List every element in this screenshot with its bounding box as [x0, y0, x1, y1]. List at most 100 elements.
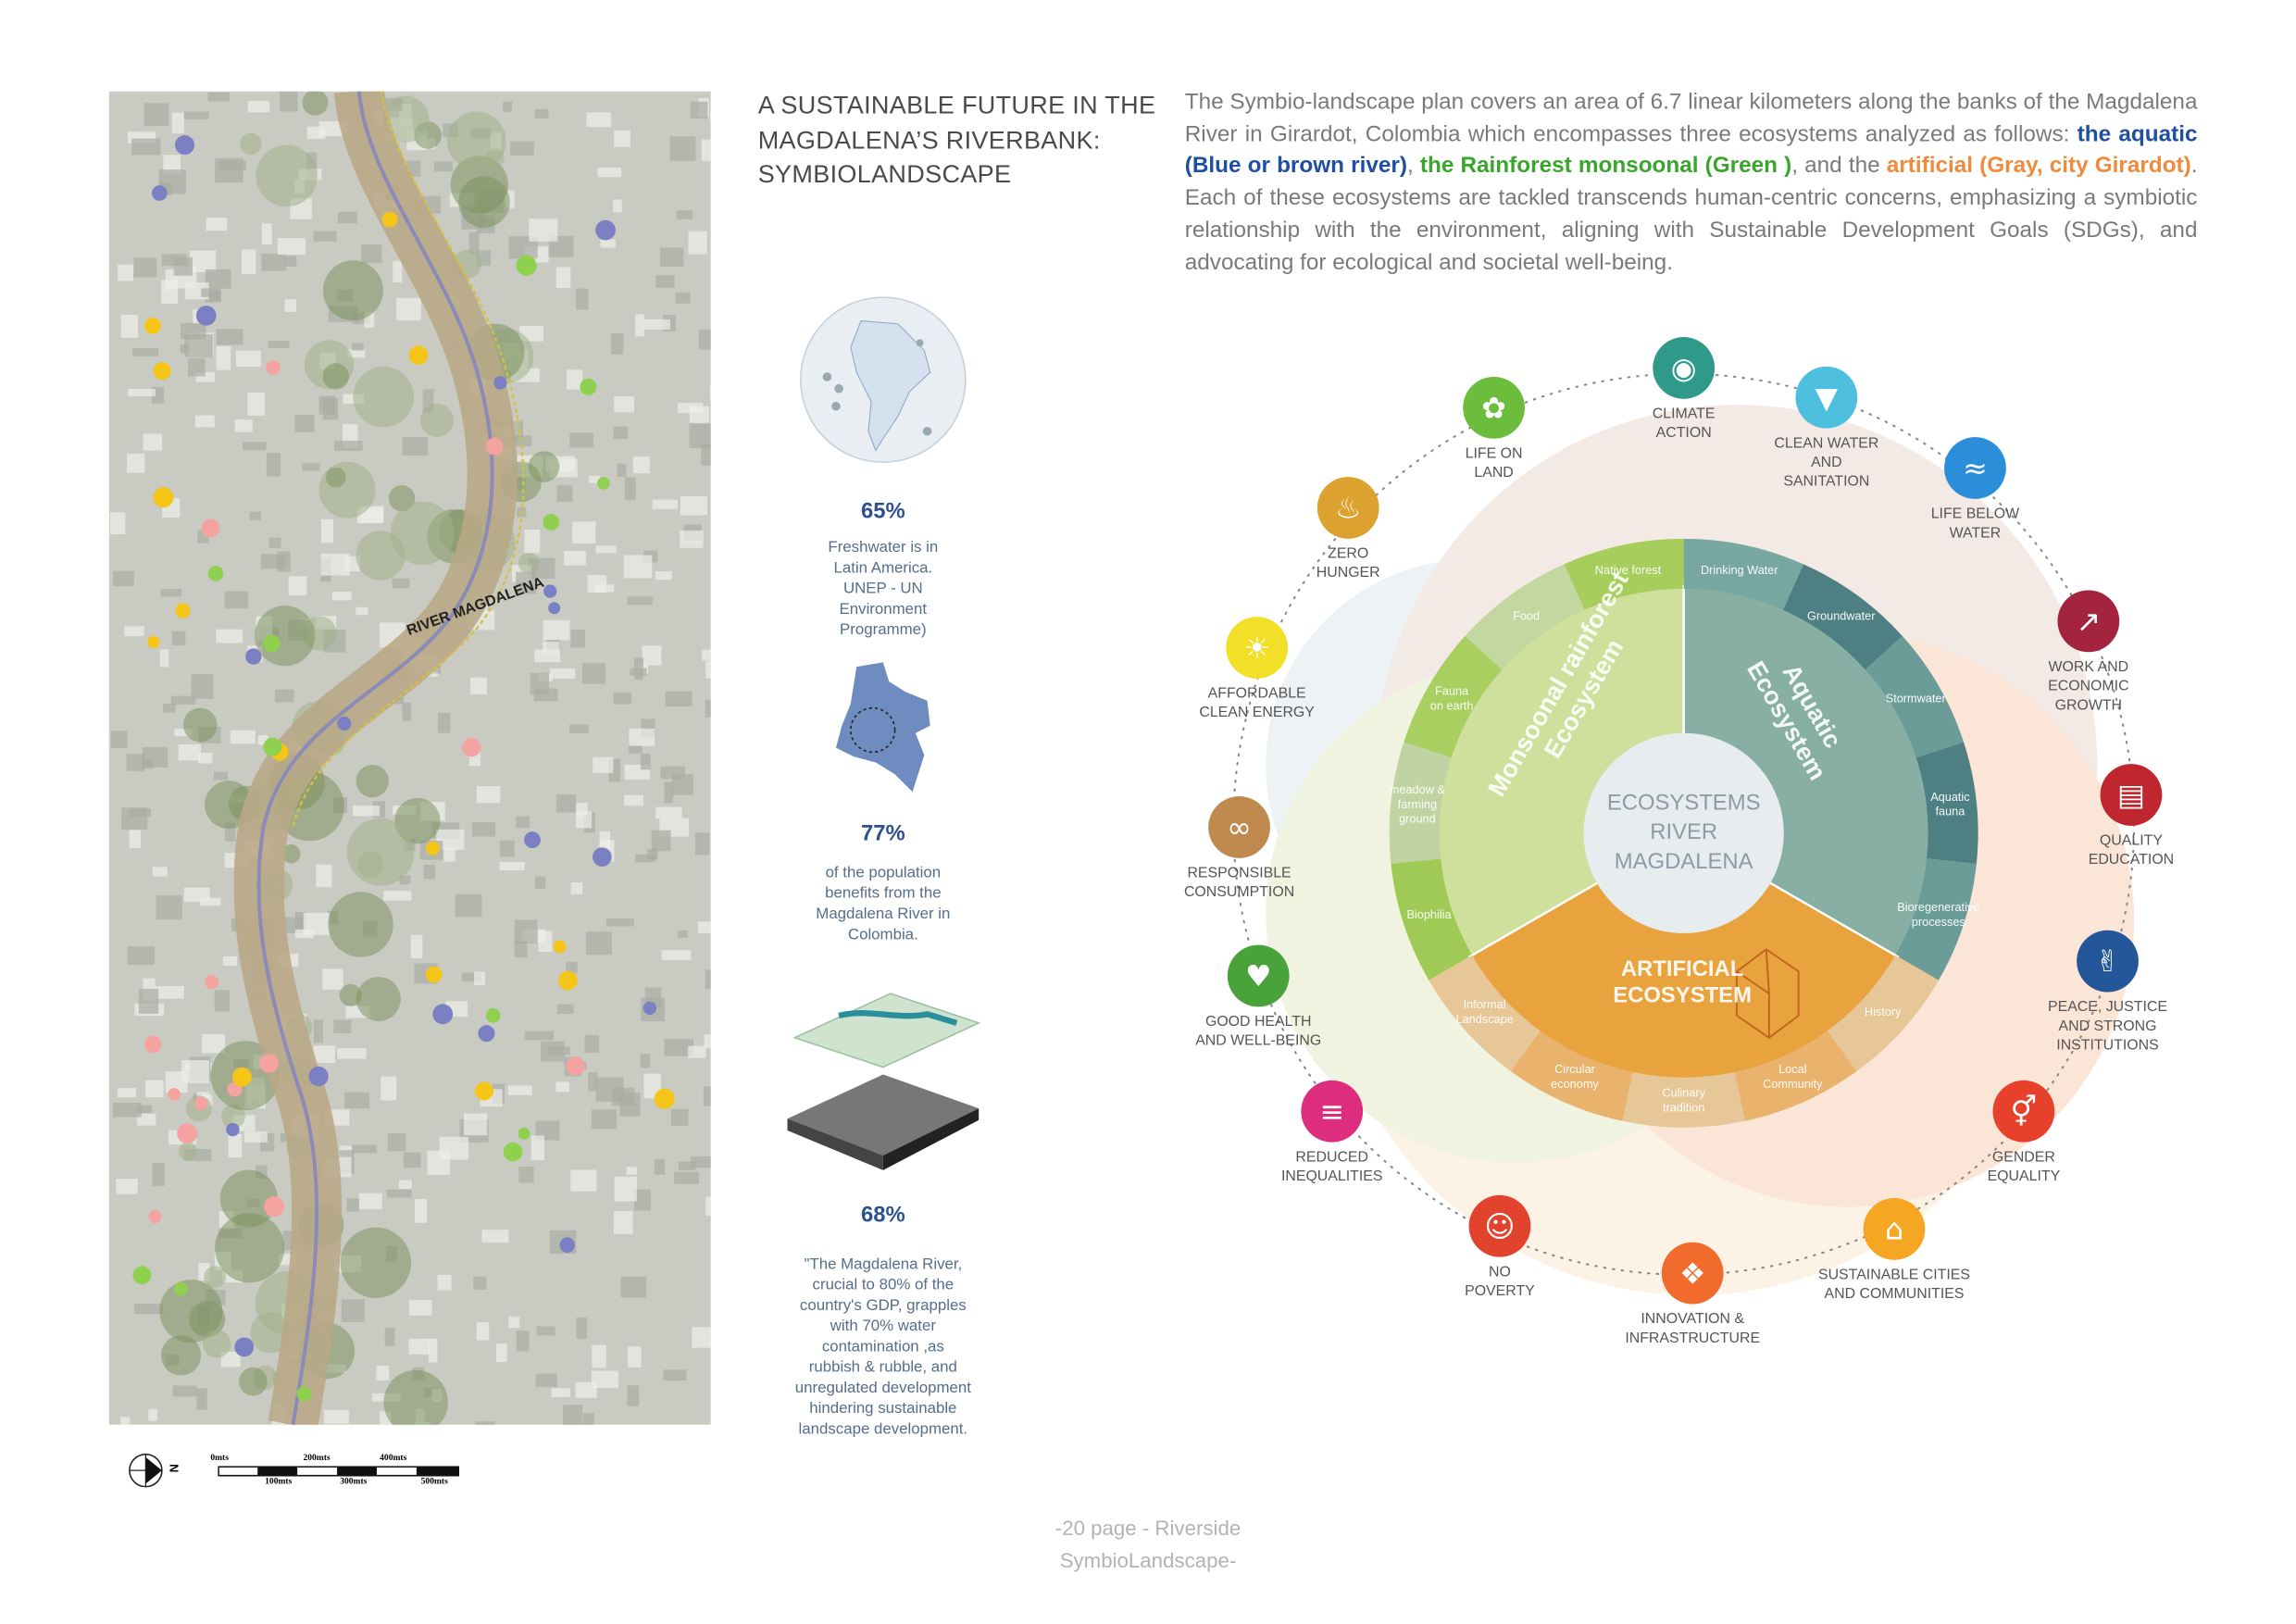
vegetation-patch [256, 144, 318, 207]
building-block [184, 334, 213, 357]
building-block [652, 499, 679, 509]
building-block [110, 731, 128, 749]
building-block [530, 672, 549, 695]
map-marker [381, 211, 398, 228]
heartbeat-icon: ♥ [1227, 944, 1290, 1007]
building-block [613, 426, 629, 440]
building-block [593, 756, 614, 773]
building-block [318, 395, 336, 415]
building-block [568, 724, 589, 733]
building-block [576, 1317, 587, 1340]
building-block [199, 897, 221, 906]
building-block [351, 343, 364, 351]
map-marker [337, 716, 352, 731]
building-block [344, 556, 360, 572]
building-block [202, 1033, 226, 1054]
map-marker [559, 1237, 575, 1253]
building-block [288, 576, 307, 595]
building-block [536, 1326, 555, 1336]
rainforest-highlight: the Rainforest monsoonal (Green ) [1419, 153, 1792, 180]
building-block [647, 849, 658, 860]
building-block [551, 1388, 570, 1397]
center-circle [1583, 732, 1784, 933]
building-block [572, 521, 596, 544]
building-block [241, 249, 256, 275]
building-block [260, 554, 286, 569]
building-block [514, 919, 538, 944]
vegetation-patch [420, 403, 454, 437]
sdg-label: ZERO HUNGER [1316, 545, 1380, 581]
building-block [174, 729, 193, 737]
building-block [635, 854, 656, 863]
building-block [399, 1180, 412, 1189]
building-block [387, 1133, 406, 1152]
building-block [337, 1048, 367, 1059]
title-line: MAGDALENA’S RIVERBANK: [757, 125, 1101, 155]
building-block [399, 875, 411, 885]
building-block [316, 864, 332, 888]
stat-description: of the population benefits from the Magd… [816, 864, 951, 944]
building-block [109, 512, 126, 535]
vegetation-patch [221, 1105, 245, 1129]
building-block [507, 1085, 532, 1095]
vegetation-patch [239, 1367, 268, 1396]
building-block [129, 808, 152, 817]
building-block [344, 1092, 370, 1109]
building-block [266, 453, 281, 477]
building-block [410, 934, 423, 959]
tree-icon: ✿ [1463, 376, 1525, 439]
ring-segment [1564, 538, 1684, 610]
sdg-label: RESPONSIBLE CONSUMPTION [1183, 865, 1295, 901]
map-marker [234, 1337, 255, 1357]
building-block [556, 485, 573, 503]
map-marker [425, 966, 443, 983]
building-block [473, 971, 485, 986]
building-block [333, 1019, 352, 1034]
intro-text: The Symbio-landscape plan covers an area… [1184, 89, 2198, 147]
building-block [183, 111, 209, 119]
building-block [529, 219, 558, 242]
map-marker [595, 219, 616, 241]
building-block [470, 677, 487, 694]
gender-icon: ⚥ [1992, 1080, 2055, 1143]
building-block [172, 1385, 197, 1397]
vegetation-patch [353, 366, 414, 428]
ring-segment [1683, 538, 1803, 610]
map-marker [263, 737, 282, 756]
building-block [614, 1211, 633, 1234]
map-marker [177, 1123, 198, 1144]
house-icon [1735, 948, 1800, 1039]
building-block [136, 1114, 156, 1126]
building-block [277, 238, 306, 256]
map-marker [175, 603, 191, 618]
building-block [384, 1328, 395, 1346]
building-block [224, 591, 249, 609]
building-block [257, 735, 268, 745]
building-block [643, 319, 670, 330]
map-marker [296, 1386, 312, 1402]
dove-icon: ✌ [2077, 930, 2139, 993]
building-block [672, 774, 693, 795]
segment-label: Local Community [1763, 1063, 1823, 1092]
building-block [534, 649, 560, 663]
building-block [595, 584, 615, 593]
building-block [627, 1385, 640, 1406]
building-block [570, 882, 583, 894]
water-glass-icon: ▼ [1795, 366, 1858, 429]
building-block [165, 1071, 188, 1093]
family-icon: ☺ [1468, 1194, 1531, 1257]
building-block [222, 956, 238, 967]
building-block [436, 829, 465, 850]
building-block [543, 619, 570, 641]
building-block [163, 155, 181, 175]
building-block [588, 1072, 598, 1092]
building-block [183, 887, 210, 903]
building-block [358, 1193, 382, 1209]
building-block [660, 247, 684, 268]
building-block [247, 393, 266, 416]
building-block [243, 442, 267, 451]
sdg-item: ⚥GENDER EQUALITY [1936, 1080, 2113, 1186]
building-block [540, 1041, 565, 1062]
building-block [322, 968, 343, 990]
